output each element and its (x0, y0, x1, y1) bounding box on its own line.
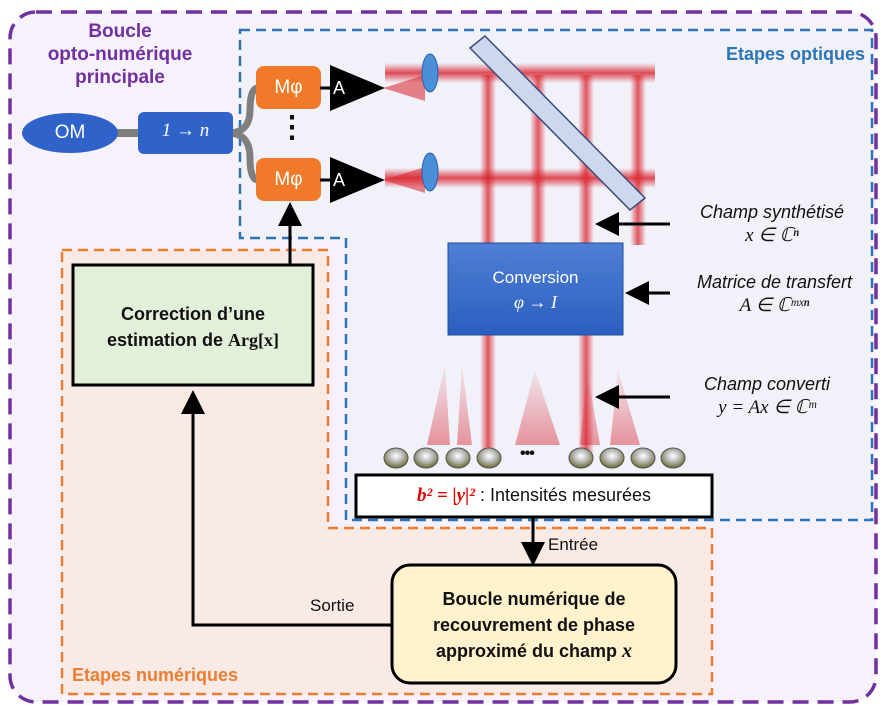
photodetector-icon (413, 447, 439, 469)
measured-intensity-label: b² = |y|² : Intensités mesurées (356, 485, 712, 507)
loop-output-arrow (181, 390, 392, 627)
lens-icon (421, 53, 439, 93)
emission-cone-top (383, 75, 425, 101)
phase-loop-label: Boucle numérique de recouvrement de phas… (392, 586, 676, 664)
converted-field-annotation: Champ converti y = Ax ∈ ℂᵐ (672, 372, 862, 420)
synth-field-title: Champ synthétisé (699, 202, 845, 222)
main-loop-title-line1: Boucle (88, 21, 152, 42)
lens-icon (421, 152, 439, 192)
emission-cone-bottom (383, 167, 425, 193)
om-label: OM (54, 122, 86, 143)
photodetector-icon (599, 447, 625, 469)
photodetector-icon (660, 447, 686, 469)
transfer-matrix-annotation: Matrice de transfert A ∈ ℂᵐˣⁿ (672, 270, 877, 318)
photodetector-icon (568, 447, 594, 469)
measured-text: : Intensités mesurées (474, 485, 652, 505)
phase-loop-line3: approximé du champ x (392, 638, 676, 664)
photodetector-icon (630, 447, 656, 469)
measured-intensity-box (354, 473, 714, 519)
converted-field-title: Champ converti (703, 374, 831, 394)
conversion-title: Conversion (492, 268, 579, 287)
synth-field-annotation: Champ synthétisé x ∈ ℂⁿ (672, 200, 872, 248)
input-label: Entrée (548, 535, 599, 554)
photodetector-icon (445, 447, 471, 469)
modulator-label-top: Mφ (274, 77, 303, 98)
modulator-bottom (256, 158, 321, 201)
main-loop-title: Boucle opto-numérique principale (20, 20, 220, 89)
phase-loop-line3-text: approximé du champ (435, 641, 623, 661)
correction-line2: estimation de Arg[x] (73, 327, 313, 353)
fiber-split-bottom (227, 129, 259, 184)
conversion-box (447, 242, 624, 336)
main-loop-title-line3: principale (75, 67, 165, 88)
converted-field-math: y = Ax ∈ ℂᵐ (718, 397, 816, 418)
splitter-block (138, 112, 233, 154)
main-loop-title-line2: opto-numérique (47, 44, 193, 65)
modulator-label-bottom: Mφ (274, 169, 303, 190)
output-label: Sortie (310, 596, 355, 615)
amplifier-label-bottom: A (333, 170, 346, 190)
amplifier-triangle-icon (330, 157, 385, 203)
measured-math: b² = |y|² (416, 485, 475, 506)
correction-line1: Correction d’une (120, 304, 265, 324)
phase-loop-line3-math: x (622, 640, 633, 662)
synth-field-math: x ∈ ℂⁿ (745, 225, 799, 246)
detector-ellipsis: ••• (520, 445, 535, 462)
om-block (22, 113, 118, 153)
conversion-label: Conversion φ → I (448, 266, 623, 314)
photodetector-icon (383, 447, 409, 469)
digital-stages-label: Etapes numériques (72, 665, 239, 685)
conversion-formula: φ → I (514, 292, 557, 312)
phase-loop-line1: Boucle numérique de (442, 589, 626, 609)
modulator-ellipsis: ⋮ (277, 111, 307, 144)
correction-line2-text: estimation de (106, 330, 229, 350)
fiber-split-top (227, 84, 259, 137)
transfer-matrix-math: A ∈ ℂᵐˣⁿ (739, 295, 810, 316)
splitter-label: 1 → n (161, 120, 210, 141)
correction-line2-math: Arg[x] (228, 330, 279, 350)
amplifier-label-top: A (333, 78, 346, 98)
photodetector-row (383, 447, 686, 469)
phase-loop-line2: recouvrement de phase (432, 615, 636, 635)
photodetector-icon (476, 447, 502, 469)
correction-label: Correction d’une estimation de Arg[x] (73, 301, 313, 353)
detector-cones (427, 365, 640, 445)
beam-splitter-icon (468, 34, 647, 212)
amplifier-triangle-icon (330, 65, 385, 111)
optical-stages-label: Etapes optiques (725, 44, 865, 64)
transfer-matrix-title: Matrice de transfert (696, 272, 853, 292)
correction-box (71, 263, 315, 387)
modulator-top (256, 66, 321, 109)
